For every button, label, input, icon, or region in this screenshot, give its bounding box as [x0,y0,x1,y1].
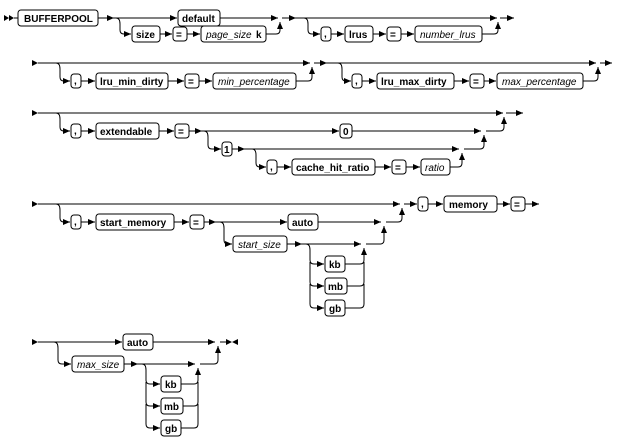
comma-label: , [355,76,358,87]
comma-label: , [74,76,77,87]
comma-label: , [421,199,424,210]
equals-label: = [178,127,184,138]
lrus-label: lrus [349,30,368,41]
row-1: BUFFERPOOL default size = page_size k , … [4,9,514,43]
lru-min-dirty-label: lru_min_dirty [100,77,164,88]
equals-label: = [473,77,479,88]
cache-hit-ratio-label: cache_hit_ratio [296,163,369,174]
row-3: , extendable = 0 1 , cache_hit_ratio = r… [32,110,523,176]
continuation-icon [32,60,38,66]
mb-label: mb [328,282,343,293]
row-5: auto max_size kb mb gb [32,333,238,437]
ratio-label: ratio [425,163,445,174]
continuation-icon [32,339,38,345]
memory-label: memory [449,200,488,211]
comma-label: , [74,126,77,137]
row-4: , start_memory = auto start_size kb mb g… [32,195,539,317]
bufferpool-label: BUFFERPOOL [24,14,93,25]
start-size-label: start_size [238,240,281,251]
max-size-label: max_size [77,360,120,371]
start-memory-label: start_memory [100,218,167,229]
lru-max-dirty-label: lru_max_dirty [381,77,447,88]
diagram-end-icon [226,339,238,345]
equals-label: = [176,30,182,41]
continuation-icon [32,201,38,207]
zero-label: 0 [343,127,349,138]
comma-label: , [270,162,273,173]
number-lrus-label: number_lrus [420,30,476,41]
page-size-label: page_size [205,30,252,41]
continuation-icon [32,110,38,116]
gb-label: gb [165,424,177,435]
equals-label: = [188,77,194,88]
comma-label: , [324,29,327,40]
max-percentage-label: max_percentage [502,77,577,88]
equals-label: = [193,218,199,229]
gb-label: gb [329,304,341,315]
k-label: k [256,30,262,41]
equals-label: = [395,163,401,174]
row-2: , lru_min_dirty = min_percentage , lru_m… [32,60,612,90]
auto-label: auto [127,338,148,349]
equals-label: = [390,30,396,41]
kb-label: kb [329,260,341,271]
comma-label: , [74,217,77,228]
default-label: default [182,14,215,25]
kb-label: kb [165,380,177,391]
mb-label: mb [164,402,179,413]
extendable-label: extendable [100,127,153,138]
min-percentage-label: min_percentage [218,77,290,88]
auto-label: auto [292,218,313,229]
diagram-start-icon [4,15,14,21]
equals-label: = [514,200,520,211]
size-label: size [136,30,155,41]
one-label: 1 [224,145,230,156]
